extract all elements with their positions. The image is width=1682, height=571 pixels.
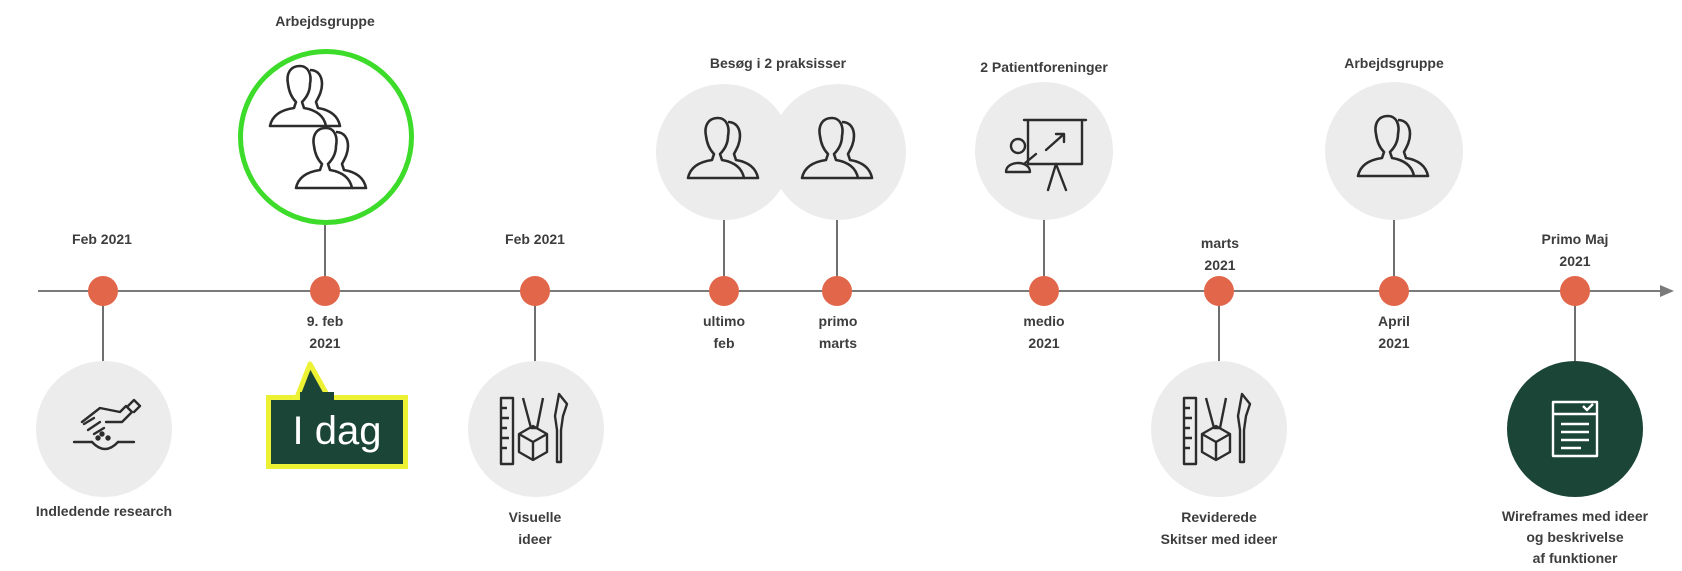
caption-research: Indledende research <box>35 503 173 519</box>
stem-ultimo <box>723 220 725 291</box>
user-group-icon <box>800 116 874 180</box>
date-label-primo: primo marts <box>818 313 858 351</box>
stem-research <box>102 291 104 361</box>
handshake-research-icon <box>72 398 142 451</box>
presentation-board-icon <box>1004 118 1088 192</box>
caption-visuelle: Visuelle ideer <box>508 509 562 547</box>
date-label-visuelle: Feb 2021 <box>505 231 565 247</box>
milestone-dot-primo <box>822 276 852 306</box>
caption-marts: Reviderede Skitser med ideer <box>1160 509 1278 547</box>
icon-circle-arbejdsgruppe-highlight <box>238 49 414 225</box>
milestone-dot-marts <box>1204 276 1234 306</box>
stem-arbejdsgruppe-1 <box>324 225 326 291</box>
stem-marts <box>1218 291 1220 363</box>
design-tools-icon <box>499 392 569 466</box>
design-tools-icon <box>1182 392 1252 466</box>
milestone-dot-research <box>88 276 118 306</box>
user-group-icon <box>1356 114 1430 178</box>
date-label-marts: marts 2021 <box>1200 235 1240 273</box>
date-label-ultimo: ultimo feb <box>703 313 745 351</box>
icon-circle-medio <box>975 82 1113 220</box>
milestone-dot-visuelle <box>520 276 550 306</box>
user-group-icon <box>268 64 342 128</box>
caption-wireframes: Wireframes med ideer og beskrivelse af f… <box>1501 508 1649 566</box>
icon-circle-ultimo <box>656 84 792 220</box>
date-label-arbejdsgruppe-1: 9. feb 2021 <box>306 313 344 351</box>
date-label-medio: medio 2021 <box>1023 313 1065 351</box>
group-title-praksisser: Besøg i 2 praksisser <box>709 55 847 71</box>
date-label-research: Feb 2021 <box>72 231 132 247</box>
today-callout-pointer-fill <box>300 392 334 406</box>
milestone-dot-arbejdsgruppe-1 <box>310 276 340 306</box>
icon-circle-april <box>1325 82 1463 220</box>
title-arbejdsgruppe-2: Arbejdsgruppe <box>1344 55 1444 71</box>
milestone-dot-medio <box>1029 276 1059 306</box>
stem-primo <box>836 220 838 291</box>
wireframe-document-icon <box>1551 400 1599 458</box>
user-group-icon <box>294 126 368 190</box>
title-patientforeninger: 2 Patientforeninger <box>980 59 1108 75</box>
icon-circle-primo <box>770 84 906 220</box>
milestone-dot-april <box>1379 276 1409 306</box>
stem-april <box>1393 218 1395 291</box>
milestone-dot-maj <box>1560 276 1590 306</box>
title-arbejdsgruppe-1: Arbejdsgruppe <box>275 13 375 29</box>
stem-maj <box>1574 291 1576 361</box>
milestone-dot-ultimo <box>709 276 739 306</box>
today-marker: I dag <box>266 395 408 469</box>
date-label-maj: Primo Maj 2021 <box>1541 231 1609 269</box>
icon-circle-maj <box>1507 361 1643 497</box>
stem-visuelle <box>534 291 536 363</box>
stem-medio <box>1043 218 1045 291</box>
user-group-icon <box>686 116 760 180</box>
date-label-april: April 2021 <box>1378 313 1410 351</box>
